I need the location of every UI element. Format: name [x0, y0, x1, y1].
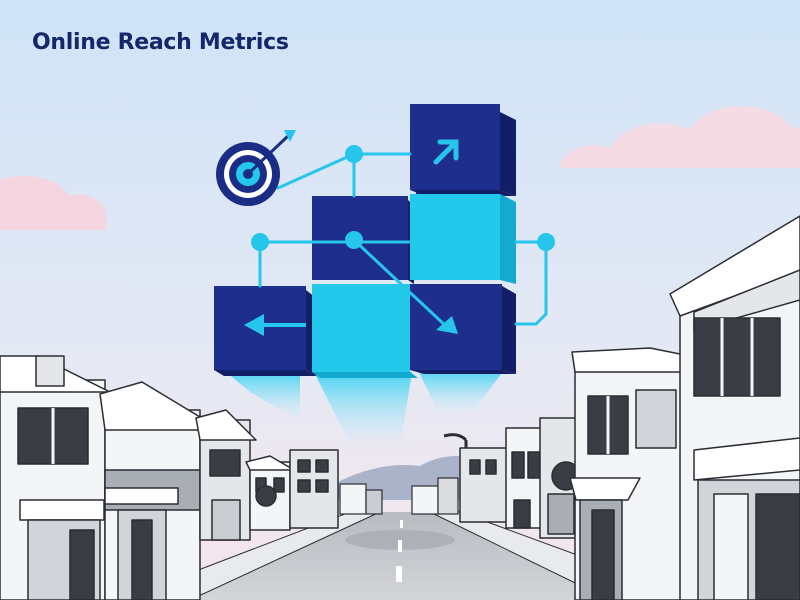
- road: [190, 512, 610, 600]
- cube-bottom-left: [214, 286, 316, 376]
- building-left-front: [0, 355, 111, 600]
- clouds: [0, 106, 800, 230]
- lane-mark: [400, 520, 403, 528]
- lane-mark: [396, 566, 402, 582]
- cube-middle-light: [410, 194, 516, 284]
- cloud-right: [560, 106, 800, 168]
- building-left-3: [195, 409, 257, 541]
- building-left-2: [99, 381, 206, 600]
- beam: [226, 372, 300, 422]
- building-left-5: [289, 449, 339, 529]
- connector-node: [251, 233, 269, 251]
- building-left-4: [245, 455, 295, 531]
- connector-line: [514, 240, 548, 326]
- connector-nodes: [251, 145, 555, 251]
- left-buildings: [0, 355, 339, 600]
- beam: [418, 370, 504, 416]
- building-right-3: [539, 417, 581, 539]
- cube-cluster: [214, 104, 516, 378]
- lane-mark: [398, 540, 402, 552]
- target-icon: [216, 130, 296, 206]
- building-right-5: [459, 447, 509, 523]
- right-buildings: [443, 215, 800, 600]
- light-beams: [226, 370, 504, 448]
- arrow-left-icon: [244, 314, 306, 336]
- arrow-down-right-icon: [436, 316, 458, 334]
- connector-node: [345, 231, 363, 249]
- connector-line: [352, 238, 450, 330]
- cube-top-right: [410, 104, 516, 196]
- cloud-left: [0, 175, 107, 230]
- building-right-front: [669, 215, 800, 600]
- arrow-up-right-icon: [433, 139, 459, 165]
- cube-bottom-right: [410, 284, 516, 374]
- page-title: Online Reach Metrics: [32, 30, 289, 55]
- connector-node: [345, 145, 363, 163]
- beam: [314, 372, 412, 448]
- cube-bottom-middle: [312, 284, 418, 378]
- building-right-2: [569, 347, 691, 600]
- connector-node: [537, 233, 555, 251]
- far-buildings: [339, 477, 459, 515]
